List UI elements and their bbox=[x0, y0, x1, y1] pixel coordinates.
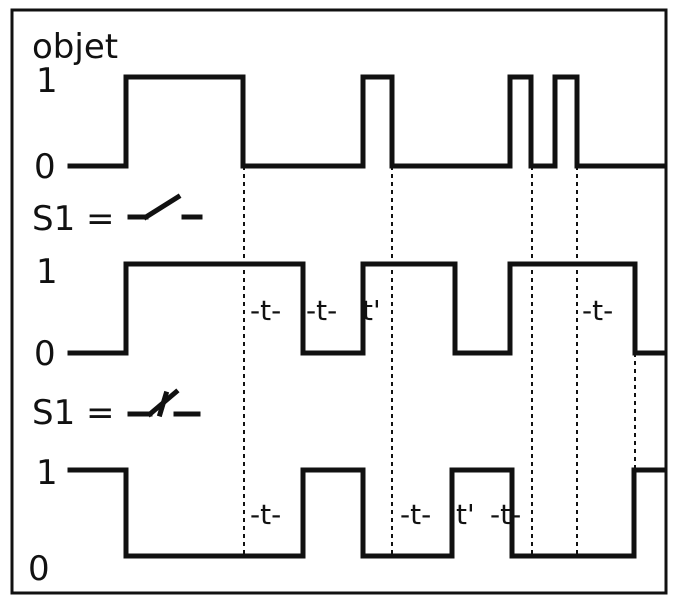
s1-no-signal bbox=[67, 261, 665, 356]
s1-nc-label: S1 = bbox=[32, 393, 115, 433]
s1-no-delay-3: -t- bbox=[582, 294, 613, 327]
normally-open-contact-icon bbox=[127, 193, 203, 221]
diagram-frame bbox=[10, 8, 668, 595]
s1-no-high-label: 1 bbox=[36, 252, 58, 292]
s1-no-delay-1: -t- bbox=[250, 294, 281, 327]
s1-nc-pulse-time: t' bbox=[456, 498, 475, 531]
s1-no-low-label: 0 bbox=[34, 334, 56, 374]
s1-no-delay-2: -t- bbox=[306, 294, 337, 327]
s1-nc-signal bbox=[67, 467, 665, 559]
s1-no-label: S1 = bbox=[32, 199, 115, 239]
object-signal bbox=[67, 74, 665, 169]
s1-nc-delay-1: -t- bbox=[250, 498, 281, 531]
object-low-label: 0 bbox=[34, 147, 56, 187]
normally-closed-contact-icon bbox=[127, 388, 201, 418]
s1-no-pulse-time: t' bbox=[362, 294, 381, 327]
object-label: objet bbox=[32, 27, 118, 67]
s1-nc-delay-2: -t- bbox=[400, 498, 431, 531]
s1-nc-low-label: 0 bbox=[28, 549, 50, 589]
object-high-label: 1 bbox=[36, 61, 58, 101]
s1-nc-delay-3: -t- bbox=[490, 498, 521, 531]
s1-nc-high-label: 1 bbox=[36, 453, 58, 493]
